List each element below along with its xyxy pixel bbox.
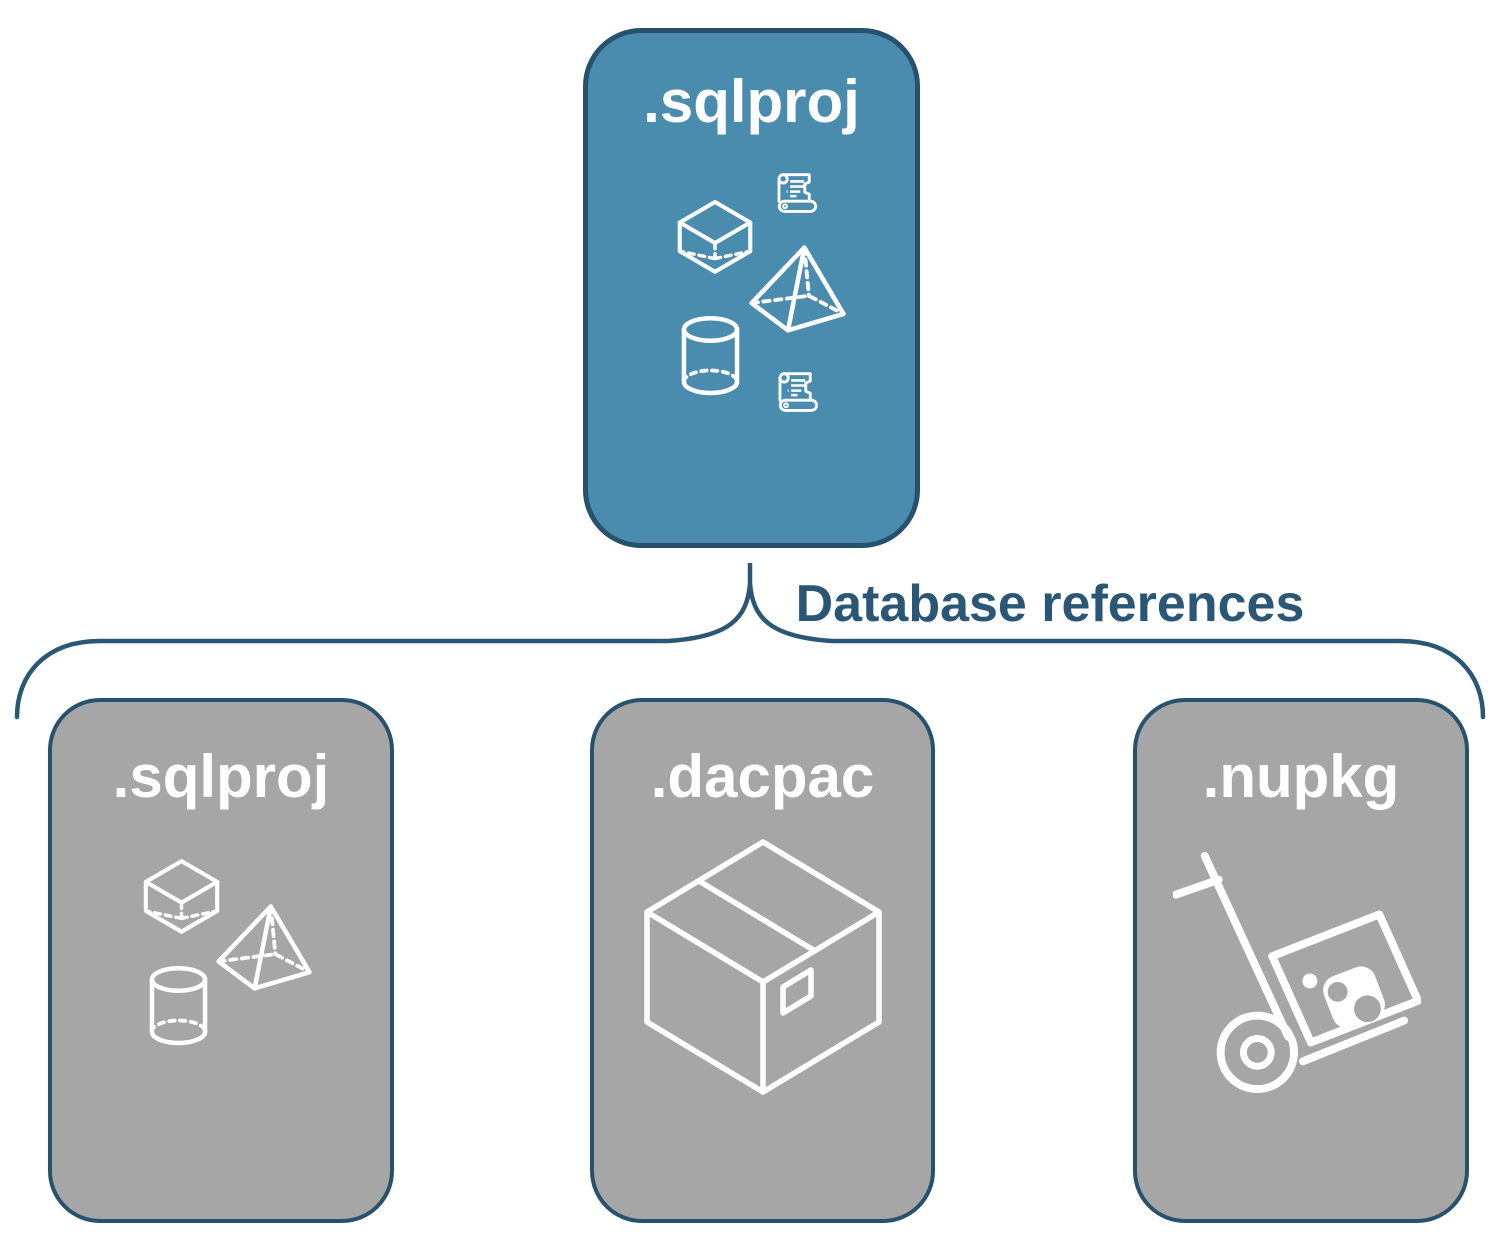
connector-label: Database references <box>795 575 1305 633</box>
child-card-title: .dacpac <box>650 743 875 810</box>
parent-card-title: .sqlproj <box>643 68 860 135</box>
child-sqlproj-card: .sqlproj <box>48 698 394 1223</box>
cylinder-icon <box>679 315 742 398</box>
cylinder-icon <box>147 965 210 1048</box>
hand-truck-package-icon <box>1173 850 1421 1098</box>
package-box-icon <box>643 836 883 1096</box>
child-dacpac-card: .dacpac <box>590 698 935 1223</box>
child-card-title: .sqlproj <box>112 743 330 810</box>
cube-icon <box>140 852 223 935</box>
child-nupkg-card: .nupkg <box>1133 698 1469 1223</box>
pyramid-icon <box>748 243 848 334</box>
script-scroll-icon <box>771 166 822 216</box>
parent-sqlproj-card: .sqlproj <box>583 28 920 548</box>
child-card-title: .nupkg <box>1202 743 1400 810</box>
pyramid-icon <box>215 902 314 992</box>
cube-icon <box>674 193 756 275</box>
script-scroll-icon <box>772 365 823 415</box>
